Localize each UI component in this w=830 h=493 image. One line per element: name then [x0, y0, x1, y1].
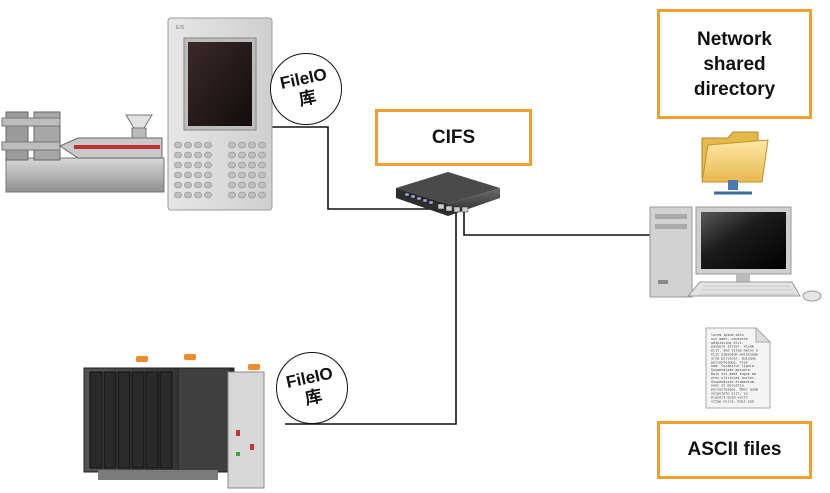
fileio-callout-top: FileIO 库	[270, 53, 342, 125]
hmi-key	[258, 181, 266, 189]
hmi-key	[184, 171, 192, 179]
hmi-key	[174, 161, 182, 169]
hmi-key	[184, 141, 192, 149]
hmi-key	[194, 151, 202, 159]
hmi-key	[248, 171, 256, 179]
line-hmi-to-switch	[272, 126, 437, 210]
ascii-files-label: ASCII files	[687, 439, 782, 460]
document-text-line: urna pulvinar. Quisque	[711, 356, 756, 360]
hmi-key	[204, 161, 212, 169]
ascii-files-label-box: ASCII files	[657, 421, 812, 479]
hmi-key	[258, 151, 266, 159]
hmi-key	[248, 161, 256, 169]
hmi-key	[228, 171, 236, 179]
hmi-key	[194, 171, 202, 179]
network-switch	[396, 172, 500, 216]
hmi-key	[228, 151, 236, 159]
document-text-line: vitae nulla. Duis sed	[711, 399, 754, 403]
document-text-line: pellentesque. Nunc quam	[711, 388, 758, 392]
document-text-line: Suspendisse elementum.	[711, 380, 756, 384]
hmi-key	[194, 181, 202, 189]
hmi-key	[238, 151, 246, 159]
hmi-brand: E/S	[176, 25, 185, 31]
hmi-key	[238, 171, 246, 179]
hmi-key	[238, 191, 246, 199]
hmi-key	[194, 141, 202, 149]
hmi-key	[248, 141, 256, 149]
hmi-key	[184, 161, 192, 169]
hmi-key	[238, 161, 246, 169]
hmi-key	[194, 191, 202, 199]
hmi-key	[174, 141, 182, 149]
hmi-key	[248, 151, 256, 159]
network-directory-label-box: Network shared directory	[657, 9, 812, 119]
document-text-line: eros ultricies auctor.	[711, 376, 756, 380]
hmi-key	[238, 141, 246, 149]
fileio-callout-bottom: FileIO 库	[276, 352, 348, 424]
hmi-key	[174, 181, 182, 189]
network-directory-line-2: shared	[703, 53, 766, 75]
shared-folder-icon	[701, 131, 769, 195]
document-text-line: blandit enim velit	[711, 395, 748, 399]
hmi-key	[238, 181, 246, 189]
document-text-line: Suspendisse posuere.	[711, 368, 752, 372]
hmi-key	[204, 171, 212, 179]
document-text-line: nam. Curabitur ligula.	[711, 364, 756, 368]
hmi-key	[174, 191, 182, 199]
document-text-line: adipiscing elit.	[711, 341, 744, 345]
hmi-key	[184, 151, 192, 159]
hmi-key	[184, 181, 192, 189]
hmi-key	[228, 191, 236, 199]
network-directory-line-1: Network	[697, 28, 772, 50]
hmi-key	[174, 171, 182, 179]
hmi-panel: E/S	[167, 17, 273, 211]
hmi-key	[258, 161, 266, 169]
document-text-line: elit bibendum malesuada	[711, 353, 758, 357]
document-text-line: sit amet, consecte	[711, 337, 748, 341]
document-text-line: nunc at molestie	[711, 384, 744, 388]
hmi-key	[248, 181, 256, 189]
hmi-key	[258, 141, 266, 149]
cifs-label: CIFS	[431, 126, 476, 148]
hmi-key	[248, 191, 256, 199]
hmi-key	[228, 181, 236, 189]
hmi-key	[184, 191, 192, 199]
hmi-keypad	[174, 141, 266, 199]
connection-lines	[272, 126, 650, 425]
line-switch-to-pc	[463, 211, 650, 236]
line-switch-to-plc	[285, 212, 457, 425]
document-text-line: posuere tortor. Vivam	[711, 345, 754, 349]
plc-controller	[83, 354, 265, 489]
hmi-key	[204, 191, 212, 199]
hmi-key	[228, 141, 236, 149]
hmi-key	[204, 151, 212, 159]
network-directory-line-3: directory	[693, 78, 776, 100]
hmi-key	[174, 151, 182, 159]
cifs-label-box: CIFS	[375, 109, 532, 166]
document-text-line: lorem ipsum dolo	[711, 333, 744, 337]
hmi-key	[204, 181, 212, 189]
document-text-line: pellentesque. Cras	[711, 360, 748, 364]
document-text-line: vulputate elit, eu	[711, 392, 748, 396]
document-text-line: elit. Sed vitae metus a	[711, 349, 758, 353]
hmi-key	[258, 191, 266, 199]
hmi-key	[194, 161, 202, 169]
hmi-key	[228, 161, 236, 169]
hmi-key	[258, 171, 266, 179]
pc-workstation	[649, 206, 822, 302]
injection-molding-machine	[1, 111, 165, 193]
hmi-key	[204, 141, 212, 149]
document-text-line: Duis sit amet augue ma	[711, 372, 756, 376]
